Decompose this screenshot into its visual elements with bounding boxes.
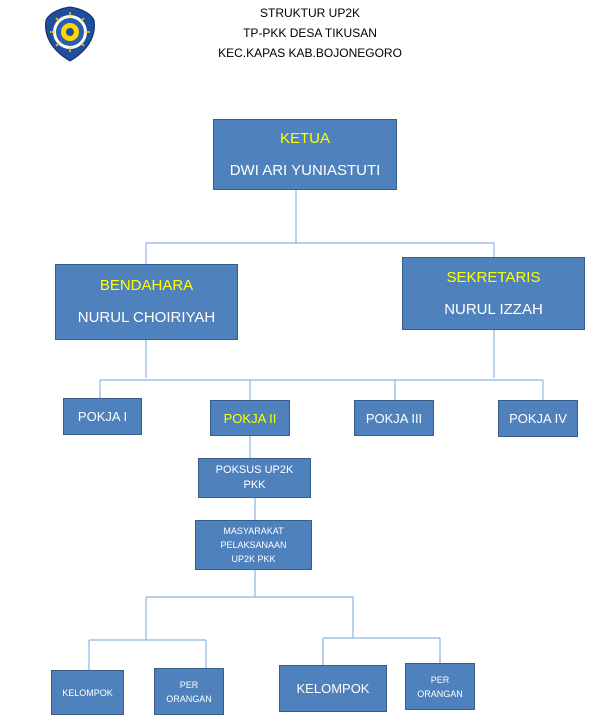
pokja-3-box: POKJA III [354,400,434,436]
regency-emblem-icon [45,6,95,62]
kelompok-left-label: KELOMPOK [62,687,113,698]
poksus-box: POKSUS UP2K PKK [198,458,311,498]
ketua-name: DWI ARI YUNIASTUTI [229,161,381,179]
poksus-line-1: POKSUS UP2K [215,464,294,476]
kelompok-right-label: KELOMPOK [296,681,370,696]
sekretaris-name: NURUL IZZAH [444,300,543,318]
masyarakat-line-3: UP2K PKK [231,554,276,564]
bendahara-role: BENDAHARA [99,277,194,294]
masyarakat-line-2: PELAKSANAAN [220,540,287,550]
sekretaris-box: SEKRETARIS NURUL IZZAH [402,257,585,330]
perorangan-left-line-2: ORANGAN [166,693,212,704]
header-line-2: TP-PKK DESA TIKUSAN [243,26,377,40]
bendahara-box: BENDAHARA NURUL CHOIRIYAH [55,264,238,340]
bendahara-name: NURUL CHOIRIYAH [77,309,216,326]
ketua-role: KETUA [279,129,330,147]
pokja-2-box: POKJA II [210,400,290,436]
pokja-4-box: POKJA IV [498,400,578,437]
kelompok-left-box: KELOMPOK [51,670,124,715]
pokja-1-label: POKJA I [77,409,128,424]
pokja-3-label: POKJA III [365,410,423,426]
perorangan-right-line-2: ORANGAN [417,688,463,699]
perorangan-left-box: PER ORANGAN [154,668,224,715]
pokja-4-label: POKJA IV [509,411,567,426]
pokja-2-label: POKJA II [223,410,277,426]
ketua-box: KETUA DWI ARI YUNIASTUTI [213,119,397,190]
perorangan-right-line-1: PER [430,674,450,685]
poksus-line-2: PKK [243,479,266,491]
pokja-1-box: POKJA I [63,398,142,435]
masyarakat-box: MASYARAKAT PELAKSANAAN UP2K PKK [195,520,312,570]
perorangan-right-box: PER ORANGAN [405,663,475,710]
header-line-3: KEC.KAPAS KAB.BOJONEGORO [218,46,402,60]
masyarakat-line-1: MASYARAKAT [223,526,284,536]
kelompok-right-box: KELOMPOK [279,665,387,712]
header-line-1: STRUKTUR UP2K [259,6,360,20]
perorangan-left-line-1: PER [179,679,199,690]
sekretaris-role: SEKRETARIS [446,268,541,286]
